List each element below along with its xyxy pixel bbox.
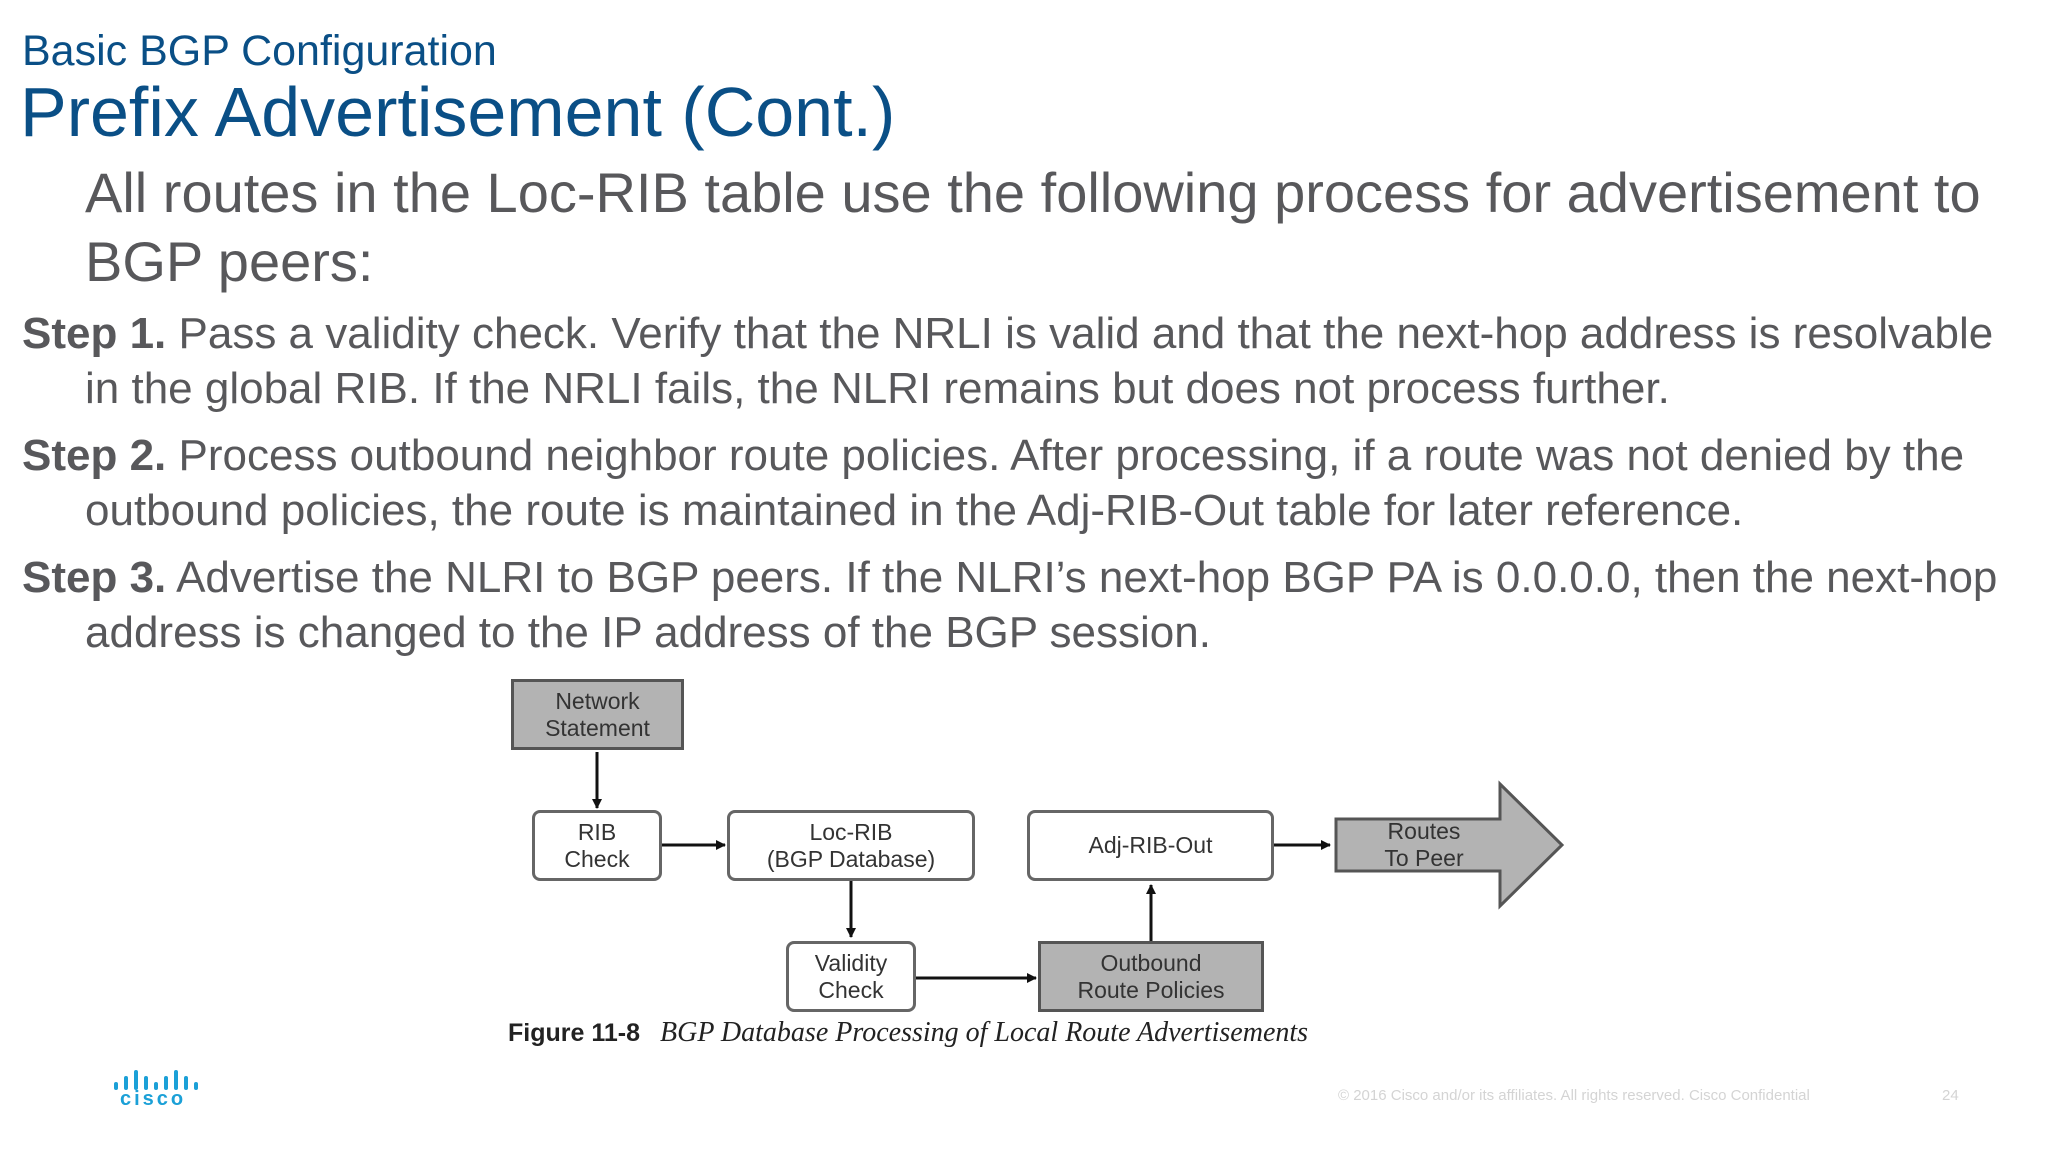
validity-check-label: Validity Check <box>814 949 888 1003</box>
step-1: Step 1. Pass a validity check. Verify th… <box>22 306 2022 416</box>
network-statement-box: Network Statement <box>511 679 684 750</box>
routes-to-peer-box: Routes To Peer <box>1336 818 1512 871</box>
step-2-text: Process outbound neighbor route policies… <box>85 431 1965 535</box>
loc-rib-label: Loc-RIB (BGP Database) <box>766 818 936 872</box>
outbound-policies-label: Outbound Route Policies <box>1077 949 1225 1003</box>
figure-label: Figure 11-8 <box>508 1019 640 1047</box>
step-3: Step 3. Advertise the NLRI to BGP peers.… <box>22 550 2022 660</box>
cisco-logo-icon <box>114 1070 198 1090</box>
step-2-label: Step 2. <box>22 431 167 480</box>
intro-text: All routes in the Loc-RIB table use the … <box>85 161 1981 293</box>
routes-to-peer-label: Routes To Peer <box>1384 818 1464 871</box>
step-1-label: Step 1. <box>22 309 167 358</box>
loc-rib-box: Loc-RIB (BGP Database) <box>727 810 975 881</box>
cisco-wordmark: cisco <box>120 1088 187 1110</box>
adj-rib-out-label: Adj-RIB-Out <box>1088 832 1213 858</box>
slide-title: Prefix Advertisement (Cont.) <box>20 73 896 151</box>
figure-caption: Figure 11-8 BGP Database Processing of Lo… <box>508 1017 1308 1049</box>
page-number: 24 <box>1942 1087 1959 1104</box>
validity-check-box: Validity Check <box>786 941 916 1012</box>
step-1-text: Pass a validity check. Verify that the N… <box>85 309 1994 413</box>
outbound-route-policies-box: Outbound Route Policies <box>1038 941 1264 1012</box>
step-2: Step 2. Process outbound neighbor route … <box>22 428 2022 538</box>
network-statement-label: Network Statement <box>545 687 650 741</box>
copyright-text: © 2016 Cisco and/or its affiliates. All … <box>1338 1087 1810 1104</box>
slide-subtitle: Basic BGP Configuration <box>22 27 497 75</box>
step-3-text: Advertise the NLRI to BGP peers. If the … <box>85 553 1998 657</box>
figure-caption-text: BGP Database Processing of Local Route A… <box>660 1017 1309 1048</box>
rib-check-label: RIB Check <box>564 818 630 872</box>
rib-check-box: RIB Check <box>532 810 662 881</box>
step-3-label: Step 3. <box>22 553 167 602</box>
adj-rib-out-box: Adj-RIB-Out <box>1027 810 1274 881</box>
